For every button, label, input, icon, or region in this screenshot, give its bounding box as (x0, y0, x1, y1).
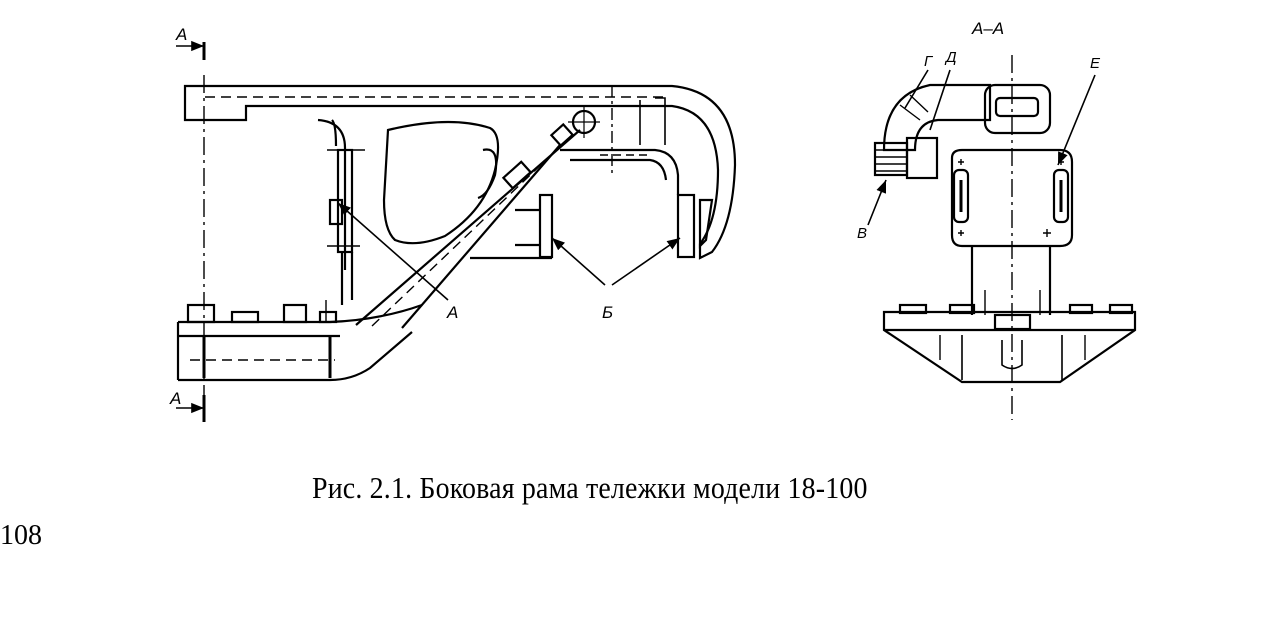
section-mark-top: А (175, 25, 187, 44)
page-number: 108 (0, 520, 42, 551)
side-view (176, 40, 737, 422)
figure-caption: Рис. 2.1. Боковая рама тележки модели 18… (312, 470, 868, 505)
label-g: Г (924, 53, 934, 70)
label-d: Д (944, 49, 957, 66)
label-b: Б (602, 303, 613, 322)
drawing-labels: А А А Б А–А Г Д Е В (169, 19, 1101, 408)
section-title: А–А (971, 19, 1004, 38)
section-mark-bottom: А (169, 389, 181, 408)
label-a: А (446, 303, 458, 322)
label-v: В (857, 225, 867, 242)
label-e: Е (1090, 55, 1101, 72)
section-view (867, 55, 1137, 420)
